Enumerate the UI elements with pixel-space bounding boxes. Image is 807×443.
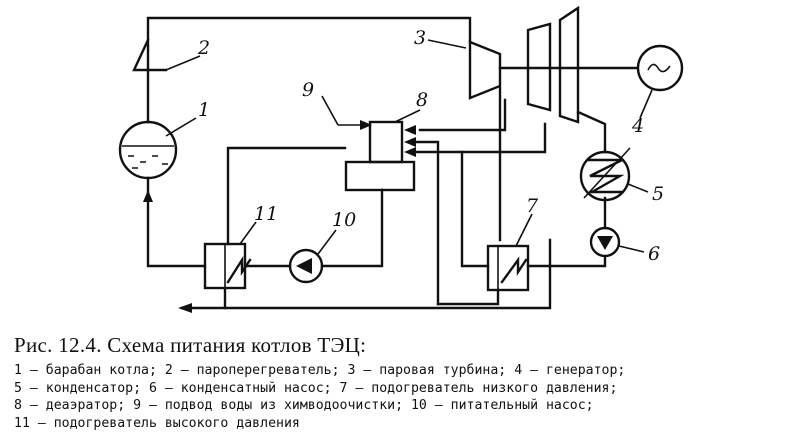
generator	[636, 44, 684, 119]
sine-wave-icon	[647, 63, 671, 73]
label-water-supply: 9	[302, 79, 314, 101]
condensate-pump	[589, 226, 645, 258]
label-condenser: 5	[652, 183, 664, 205]
caption-line-2: 5 — конденсатор; 6 — конденсатный насос;…	[14, 380, 618, 396]
arrow-into-deaerator-1	[404, 125, 416, 135]
label-condensate-pump: 6	[648, 243, 660, 265]
caption-line-1: 1 — барабан котла; 2 — пароперегреватель…	[14, 363, 626, 378]
feed-pump	[288, 229, 337, 284]
label-lp-heater: 7	[526, 195, 539, 217]
label-hp-heater: 11	[254, 203, 278, 225]
pipe-lines	[143, 16, 638, 313]
label-feed-pump: 10	[332, 209, 356, 231]
label-deaerator: 8	[416, 89, 428, 111]
caption-line-3: 8 — деаэратор; 9 — подвод воды из химвод…	[14, 398, 594, 413]
label-boiler-drum: 1	[198, 99, 210, 121]
caption-line-4: 11 — подогреватель высокого давления	[14, 415, 300, 431]
steam-turbine	[427, 5, 580, 124]
label-generator: 4	[631, 115, 644, 137]
superheater	[132, 38, 201, 72]
arrow-into-deaerator-3	[404, 147, 416, 157]
label-superheater: 2	[197, 37, 210, 59]
boiler-drum	[118, 120, 178, 180]
deaerator	[344, 109, 421, 192]
high-pressure-heater	[203, 221, 257, 290]
figure-caption: Рис. 12.4. Схема питания котлов ТЭЦ: 1 —…	[14, 333, 799, 432]
label-steam-turbine: 3	[414, 27, 426, 49]
caption-title: Рис. 12.4. Схема питания котлов ТЭЦ:	[14, 333, 367, 357]
arrow-into-deaerator-2	[404, 137, 416, 147]
heat-plant-boiler-feed-diagram: 2 1 3 4 5 6 7 8 9 10 11	[118, 5, 684, 313]
low-pressure-heater	[486, 213, 533, 292]
condenser	[579, 147, 649, 202]
